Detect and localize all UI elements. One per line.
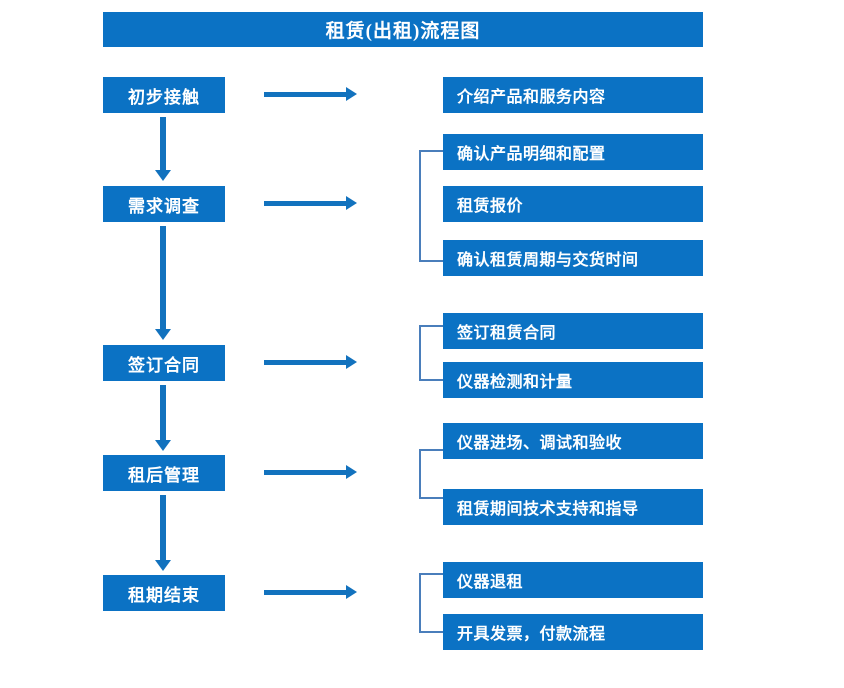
page-title: 租赁(出租)流程图 bbox=[103, 12, 703, 47]
detail-box-2-2[interactable]: 租赁报价 bbox=[443, 186, 703, 222]
stage-box-4[interactable]: 租后管理 bbox=[103, 455, 225, 491]
horizontal-arrow-stage-1 bbox=[264, 87, 357, 101]
detail-box-3-1[interactable]: 签订租赁合同 bbox=[443, 313, 703, 349]
stage-box-3[interactable]: 签订合同 bbox=[103, 345, 225, 381]
group-bracket-stage-4 bbox=[419, 449, 443, 499]
detail-box-2-1[interactable]: 确认产品明细和配置 bbox=[443, 134, 703, 170]
detail-box-4-2[interactable]: 租赁期间技术支持和指导 bbox=[443, 489, 703, 525]
group-bracket-stage-3 bbox=[419, 325, 443, 381]
horizontal-arrow-stage-5 bbox=[264, 585, 357, 599]
detail-box-3-2[interactable]: 仪器检测和计量 bbox=[443, 362, 703, 398]
group-bracket-stage-5 bbox=[419, 573, 443, 633]
horizontal-arrow-stage-4 bbox=[264, 465, 357, 479]
horizontal-arrow-stage-3 bbox=[264, 355, 357, 369]
detail-box-5-1[interactable]: 仪器退租 bbox=[443, 562, 703, 598]
detail-box-4-1[interactable]: 仪器进场、调试和验收 bbox=[443, 423, 703, 459]
horizontal-arrow-stage-2 bbox=[264, 196, 357, 210]
vertical-arrow-3-to-4 bbox=[155, 385, 171, 451]
detail-box-1-1[interactable]: 介绍产品和服务内容 bbox=[443, 77, 703, 113]
vertical-arrow-2-to-3 bbox=[155, 226, 171, 340]
stage-box-2[interactable]: 需求调查 bbox=[103, 186, 225, 222]
group-bracket-stage-2 bbox=[419, 150, 443, 262]
stage-box-1[interactable]: 初步接触 bbox=[103, 77, 225, 113]
detail-box-5-2[interactable]: 开具发票，付款流程 bbox=[443, 614, 703, 650]
vertical-arrow-1-to-2 bbox=[155, 117, 171, 181]
vertical-arrow-4-to-5 bbox=[155, 495, 171, 571]
detail-box-2-3[interactable]: 确认租赁周期与交货时间 bbox=[443, 240, 703, 276]
stage-box-5[interactable]: 租期结束 bbox=[103, 575, 225, 611]
